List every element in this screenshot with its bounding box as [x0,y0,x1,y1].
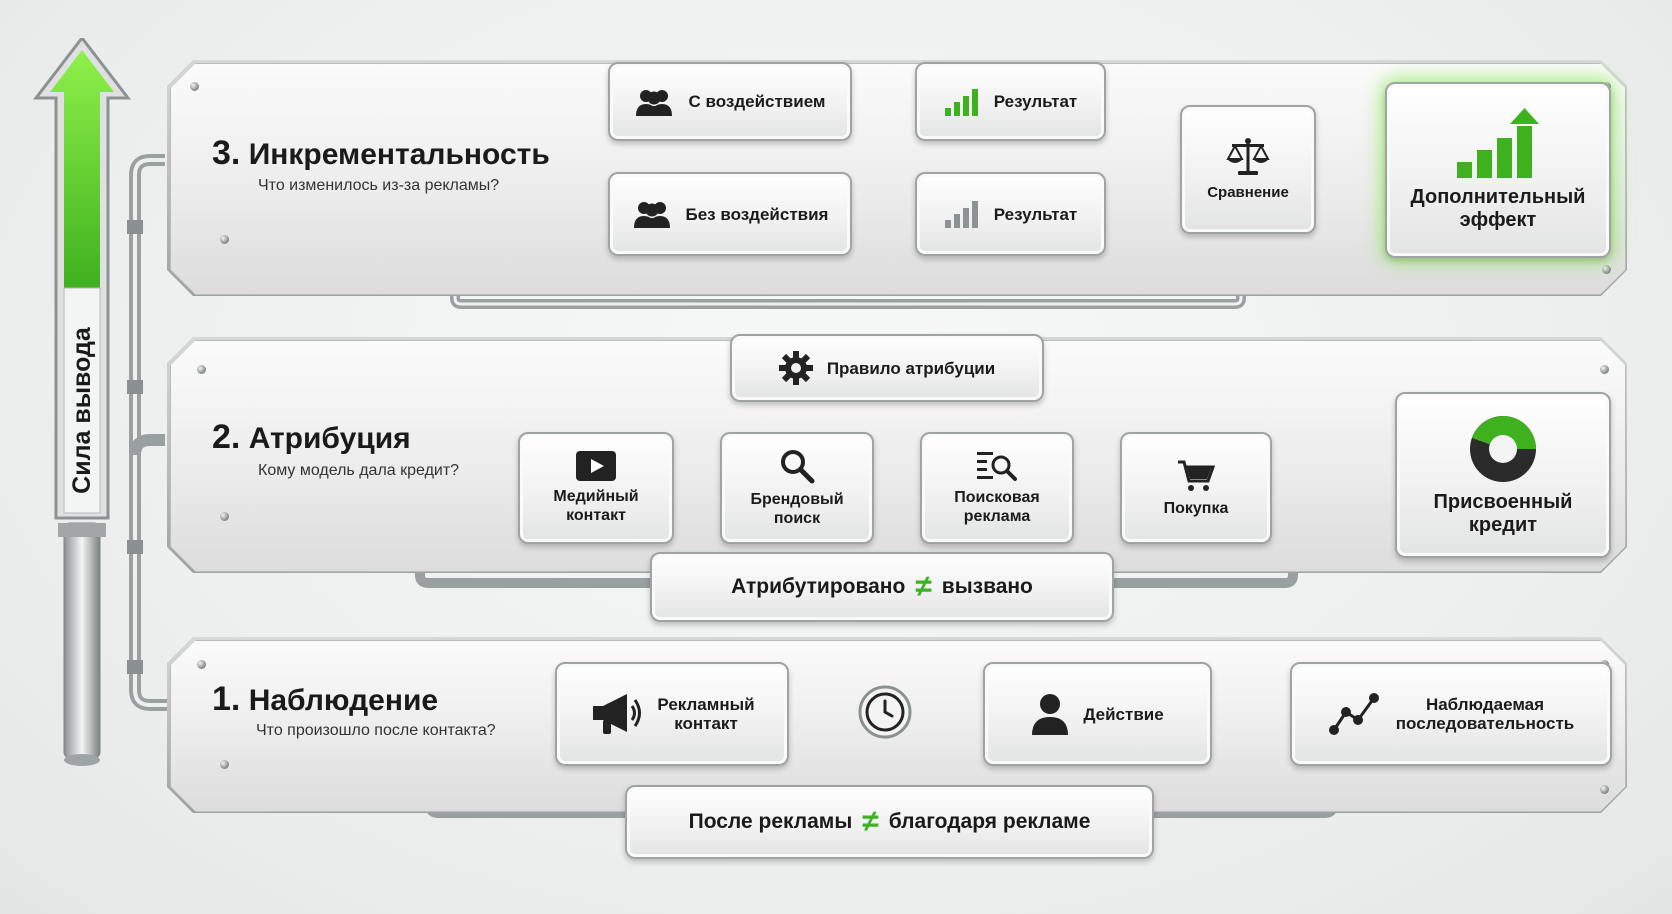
touchpoint-search-ad-label: Поисковая реклама [954,489,1040,525]
people-icon [636,89,673,116]
exposed-label: С воздействием [688,92,826,111]
not-equal-icon: ≠ [862,805,879,838]
rivet [1602,265,1611,274]
action-box: Действие [983,662,1212,766]
rivet [190,82,199,91]
attribution-rule-label: Правило атрибуции [826,358,996,378]
bar-chart-grey-icon [944,201,978,228]
attributed-footer-right: вызвано [941,575,1033,598]
incremental-effect-box: Дополнительный эффект [1385,82,1611,258]
level2-number: 2. [212,418,241,456]
rivet [1600,365,1609,374]
level2-title-text: Атрибуция [248,422,411,455]
result-control-box: Результат [915,172,1106,256]
magnifier-icon [781,450,815,484]
pipe-coupling [127,220,143,234]
observed-sequence-box: Наблюдаемая последовательность [1290,662,1612,766]
rivet [197,365,206,374]
scales-icon [1226,138,1270,175]
rivet [220,512,229,521]
left-main-pipe-shine [133,158,170,707]
attributed-footer-left: Атрибутировано [731,575,906,598]
l2-footer-pipe-right [1110,565,1298,588]
control-box: Без воздействия [608,172,852,256]
video-play-icon [576,451,616,481]
pipe-coupling [127,660,143,674]
rivet [1600,785,1609,794]
line-graph-icon [1328,693,1379,735]
result-exposed-box: Результат [915,62,1106,141]
touchpoint-media-label: Медийный контакт [553,488,639,524]
result-exposed-label: Результат [993,92,1078,111]
observed-sequence-label: Наблюдаемая последовательность [1395,695,1575,733]
level1-title-text: Наблюдение [248,684,439,717]
attribution-rule-box: Правило атрибуции [730,334,1044,402]
level1-title: 1. Наблюдение [212,680,438,719]
bar-chart-green-icon [944,88,978,116]
control-label: Без воздействия [685,204,829,224]
cart-icon [1178,460,1215,491]
left-main-pipe [129,154,170,711]
person-icon [1032,694,1069,735]
rivet [220,235,229,244]
observation-footer-bar: После рекламы ≠ благодаря рекламе [625,785,1154,859]
pipe-coupling [127,540,143,554]
exposed-box: С воздействием [608,62,852,141]
comparison-box: Сравнение [1180,105,1316,234]
left-branch-pipe-2 [129,434,165,456]
l3-bottom-pipe-shine [453,280,1243,306]
ad-contact-box: Рекламный контакт [555,662,789,766]
level3-title: 3. Инкрементальность [212,134,550,173]
inference-arrow [32,38,132,766]
level1-number: 1. [212,680,241,718]
level2-title: 2. Атрибуция [212,418,411,457]
touchpoint-purchase-box: Покупка [1120,432,1272,544]
observation-footer-left: После рекламы [688,810,853,833]
gear-icon [778,351,813,385]
inference-strength-label: Сила вывода [67,326,96,494]
level3-number: 3. [212,134,241,172]
not-equal-icon: ≠ [915,570,932,603]
megaphone-icon [593,694,642,734]
pie-chart-icon [1470,416,1536,482]
level3-subtitle: Что изменилось из-за рекламы? [258,177,500,194]
attributed-footer-bar: Атрибутировано ≠ вызвано [650,552,1114,622]
observation-footer-right: благодаря рекламе [888,810,1091,833]
rivet [220,760,229,769]
result-control-label: Результат [993,204,1078,224]
pipe-coupling [127,380,143,394]
touchpoint-media-box: Медийный контакт [518,432,674,544]
rivet [197,660,206,669]
touchpoint-brand-box: Брендовый поиск [720,432,874,544]
action-label: Действие [1083,704,1164,724]
level1-subtitle: Что произошло после контакта? [256,722,496,739]
touchpoint-search-ad-box: Поисковая реклама [920,432,1074,544]
attributed-credit-box: Присвоенный кредит [1395,392,1611,558]
touchpoint-brand-label: Брендовый поиск [750,491,844,527]
attributed-credit-label: Присвоенный кредит [1433,491,1573,536]
people-icon [633,202,670,228]
touchpoint-purchase-label: Покупка [1163,499,1229,517]
l2-footer-pipe-left [415,565,650,588]
level2-subtitle: Кому модель дала кредит? [258,462,460,479]
search-list-icon [977,452,1017,481]
level3-panel [170,63,1626,295]
rising-bars-arrow-icon [1457,108,1539,178]
level3-title-text: Инкрементальность [248,138,550,171]
ad-contact-label: Рекламный контакт [657,695,755,733]
clock-icon [858,685,912,739]
incremental-effect-label: Дополнительный эффект [1410,186,1586,231]
comparison-label: Сравнение [1207,184,1289,201]
